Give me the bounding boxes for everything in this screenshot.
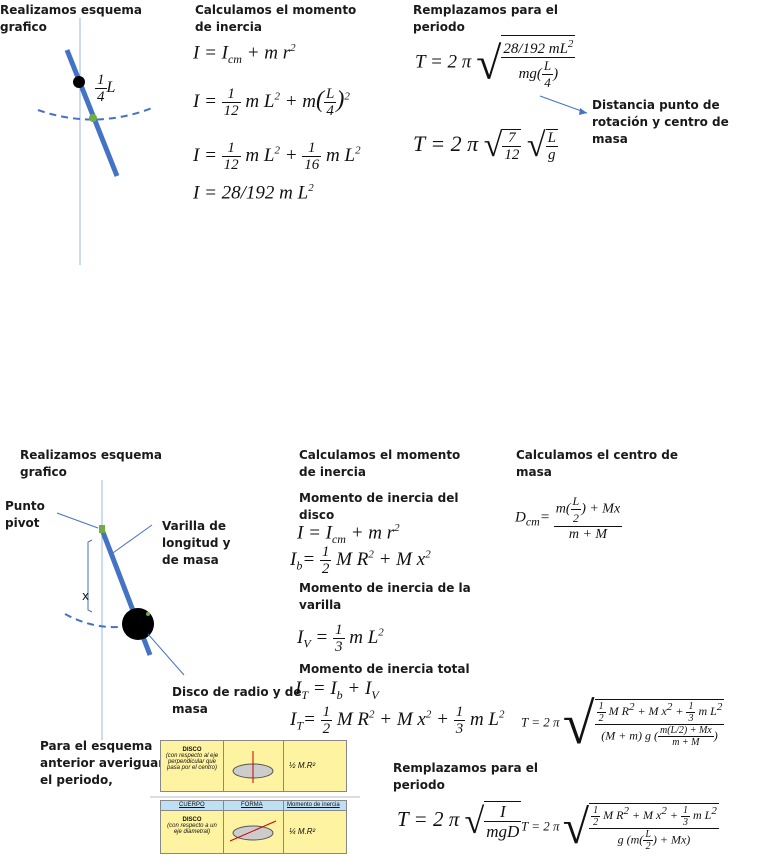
inertia-table-1: DISCO (con respecto al eje perpendicular… [160, 740, 347, 792]
bottom-disc [122, 608, 154, 640]
bottom-inertia-label: Calculamos el momento de inercia [299, 448, 461, 479]
table2-header-inertia: Momento de inercia [287, 802, 340, 808]
rod-label: Varilla de longitud y de masa [162, 519, 231, 567]
rod-pointer [109, 524, 153, 556]
table1-name: DISCO [182, 747, 202, 753]
bottom-eq-total-1: IT = Ib + IV [295, 678, 379, 702]
top-pivot-dot [73, 76, 85, 88]
note-label: Para el esquema anterior averiguar el pe… [40, 739, 165, 787]
note-arrow-line [539, 95, 588, 114]
table2-desc: (con respecto a un eje diametral) [167, 823, 217, 835]
disc-shape-icon [232, 751, 274, 783]
disc-diametral-icon [229, 820, 277, 842]
disc-inertia-label: Momento de inercia del disco [299, 491, 459, 522]
bottom-period-label: Remplazamos para el periodo [393, 761, 538, 792]
table1-desc: (con respecto al eje perpendicular que p… [165, 753, 219, 771]
table2-header-shape: FORMA [241, 802, 263, 808]
top-arrow-note: Distancia punto de rotación y centro de … [592, 98, 729, 146]
top-period-label: Remplazamos para el periodo [413, 3, 558, 34]
x-bracket [87, 539, 93, 613]
cm-label: Calculamos el centro de masa [516, 448, 678, 479]
top-schema-label: Realizamos esquema grafico [0, 3, 143, 34]
top-inertia-label: Calculamos el momento de inercia [195, 3, 357, 34]
total-inertia-label: Momento de inercia total [299, 662, 470, 676]
pivot-label: Punto pivot [5, 499, 45, 530]
table2-name: DISCO [182, 817, 202, 823]
x-label: x [82, 589, 90, 603]
bottom-disc-dot [146, 612, 150, 616]
inertia-table-2: CUERPO FORMA Momento de inercia DISCO (c… [160, 800, 347, 854]
bottom-schema-label: Realizamos esquema grafico [20, 448, 163, 479]
note-arrow-head [579, 108, 587, 115]
table2-formula: ¼ M.R² [289, 827, 316, 836]
bottom-eq-1: I = Icm + m r2 [297, 522, 400, 547]
rod-inertia-label: Momento de inercia de la varilla [299, 581, 471, 612]
pivot-pointer [56, 512, 99, 529]
table2-header-body: CUERPO [179, 802, 205, 808]
top-swing-arc [37, 107, 153, 121]
top-cm-dot [89, 114, 97, 122]
disc-label: Disco de radio y de masa [172, 685, 302, 716]
top-rod [64, 49, 120, 177]
top-eq-4: I = 28/192 m L2 [193, 182, 314, 204]
top-eq-1: I = Icm + m r2 [193, 42, 296, 67]
bottom-pivot-marker [99, 525, 105, 533]
disc-pointer [147, 633, 185, 676]
table1-formula: ½ M.R² [289, 761, 316, 770]
